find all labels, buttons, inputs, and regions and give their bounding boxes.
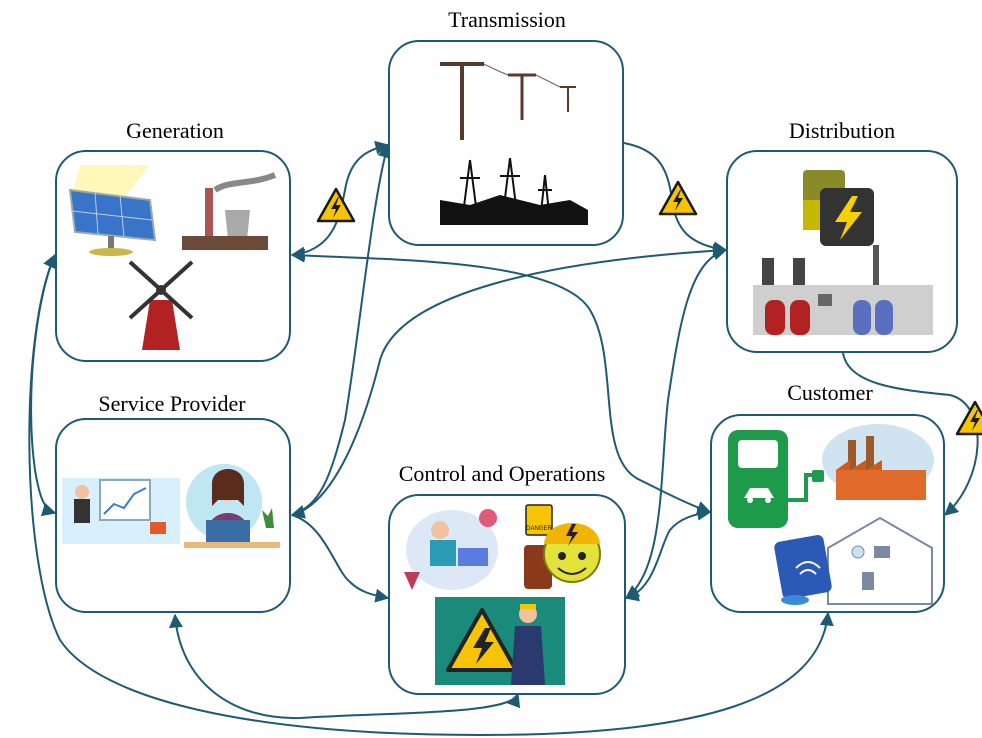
connector-service-control bbox=[291, 514, 390, 603]
node-distribution: Distribution bbox=[726, 118, 958, 353]
node-service-provider: Service Provider bbox=[55, 391, 291, 613]
windmill-icon bbox=[128, 260, 194, 350]
danger-sign-text: DANGER bbox=[526, 526, 552, 532]
helmet-smiley-icon bbox=[543, 523, 601, 583]
node-transmission: Transmission bbox=[388, 7, 624, 246]
smart-home-icon bbox=[774, 516, 933, 605]
battery-icon bbox=[803, 170, 874, 246]
solar-panel-icon bbox=[68, 165, 157, 256]
presenter-icon bbox=[62, 478, 180, 544]
node-title-distribution: Distribution bbox=[789, 118, 895, 143]
node-control-operations: Control and Operations DANGER bbox=[388, 461, 626, 695]
worker-icon bbox=[435, 597, 565, 685]
connector-distribution-customer bbox=[842, 352, 979, 516]
node-title-control-operations: Control and Operations bbox=[399, 461, 606, 486]
power-plant-icon bbox=[182, 172, 277, 250]
operator-desk-icon bbox=[404, 509, 498, 590]
node-customer: Customer bbox=[710, 380, 945, 613]
node-title-customer: Customer bbox=[787, 380, 873, 405]
power-line-icon bbox=[440, 62, 588, 225]
factory-icon bbox=[822, 424, 934, 500]
warning-sign-icon bbox=[658, 180, 698, 216]
connector-generation-customer-outer bbox=[28, 253, 834, 737]
connectors bbox=[28, 140, 979, 737]
connector-control-service-bottom bbox=[168, 613, 520, 720]
warning-sign-icon bbox=[955, 400, 982, 436]
operator-icon bbox=[184, 464, 280, 548]
node-title-transmission: Transmission bbox=[448, 7, 566, 32]
factory-icon bbox=[753, 245, 933, 335]
node-title-service-provider: Service Provider bbox=[98, 391, 246, 416]
ev-charger-icon bbox=[728, 430, 824, 528]
node-generation: Generation bbox=[55, 118, 291, 362]
warning-sign-icon bbox=[316, 187, 356, 223]
node-box-transmission bbox=[388, 40, 624, 246]
node-title-generation: Generation bbox=[126, 118, 224, 143]
